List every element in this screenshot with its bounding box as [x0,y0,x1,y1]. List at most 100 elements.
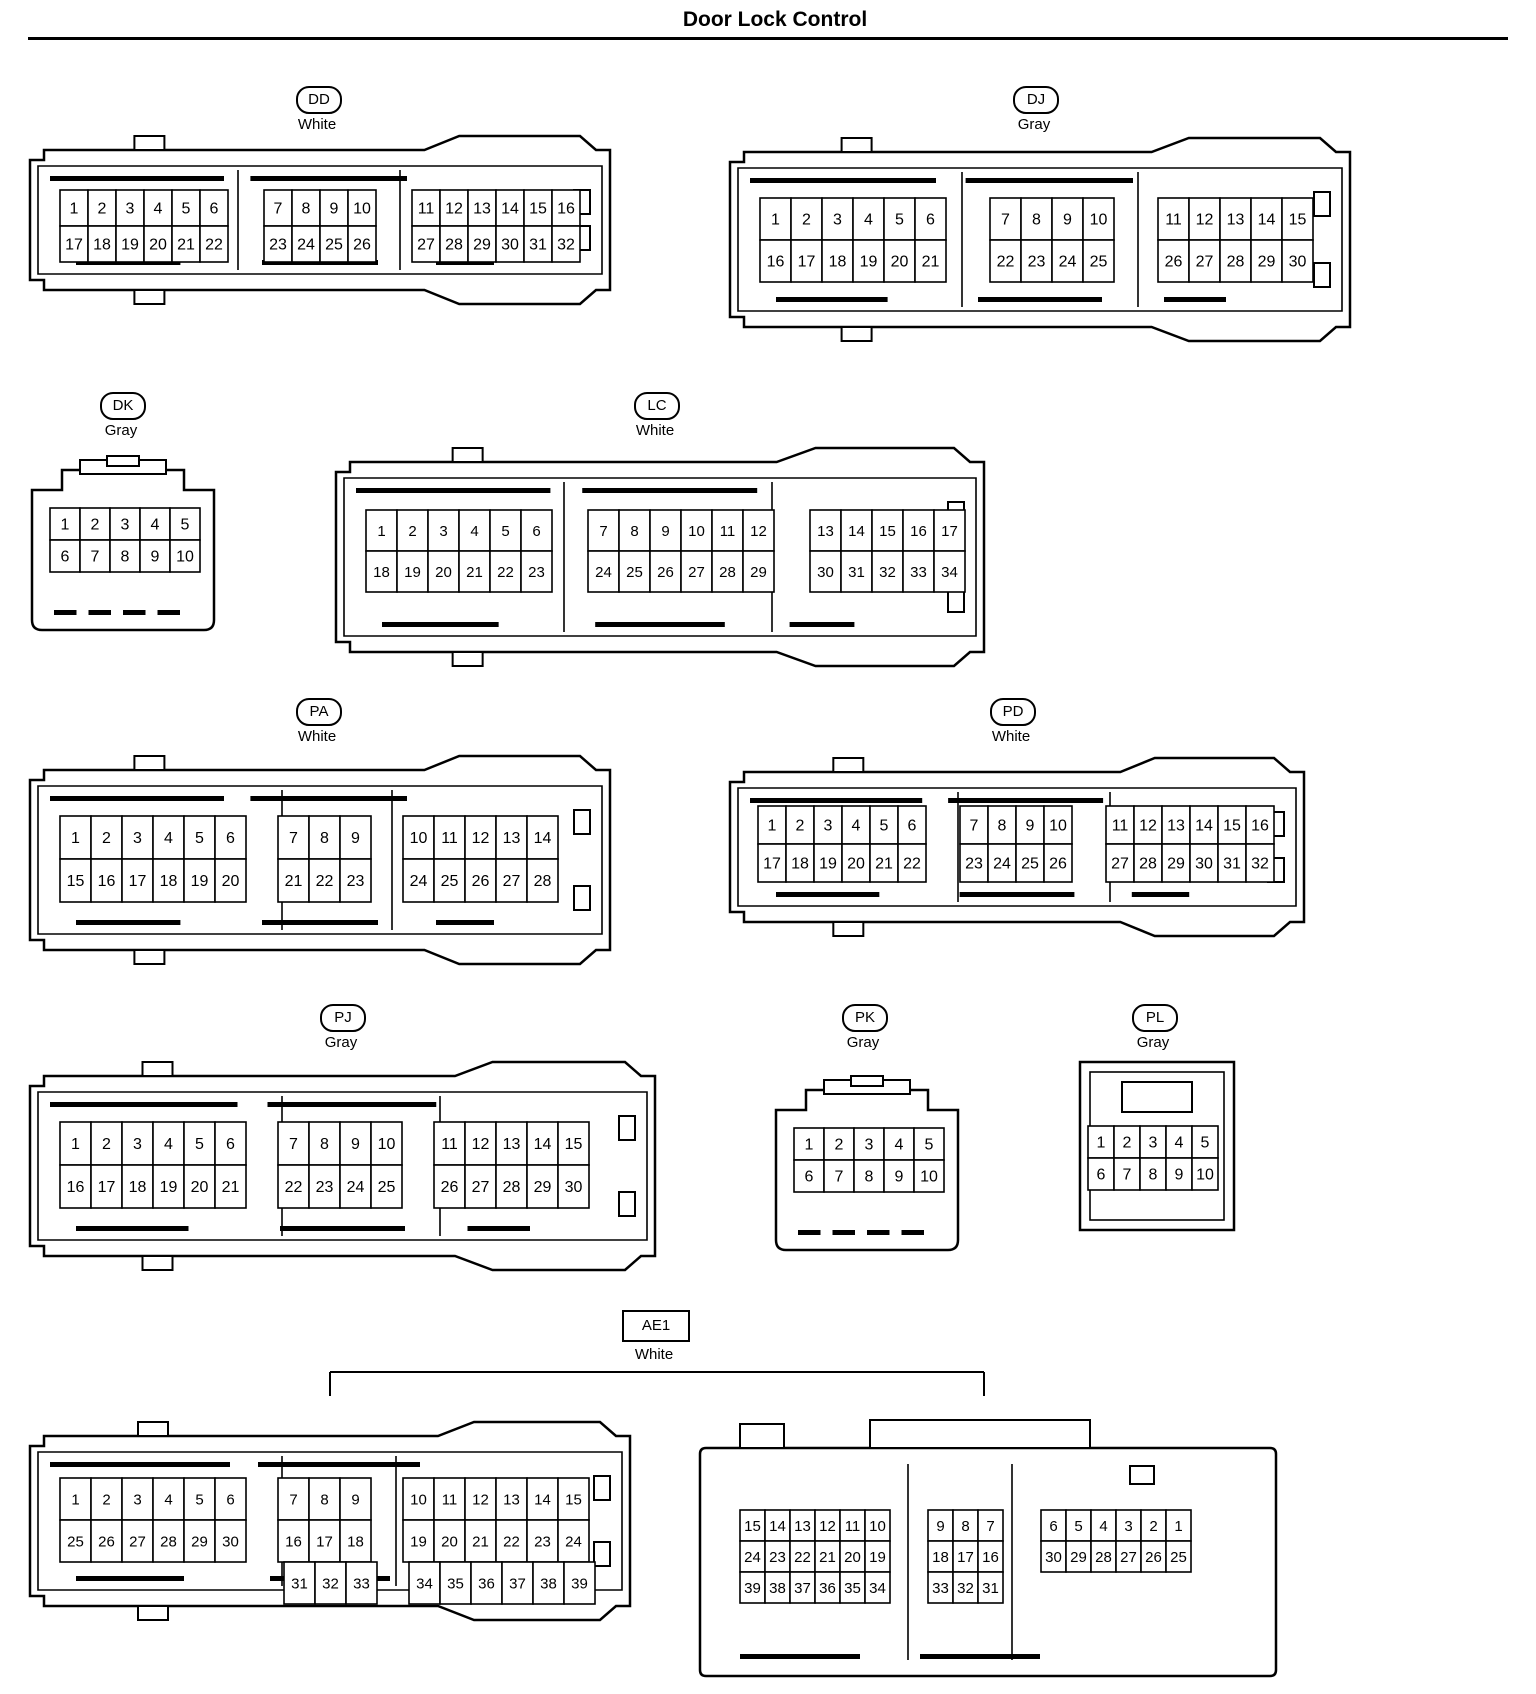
pin-cell [1191,1157,1219,1191]
pin-ae1-right-13: 13 [794,1518,811,1535]
housing-outline [30,468,216,632]
pin-cell [1082,197,1115,241]
latch-rib [1164,297,1226,302]
pin-ae1-right-24: 24 [744,1549,761,1566]
pin-cell [402,858,435,903]
pin-cell [433,858,466,903]
pin-dd-15: 15 [529,201,547,218]
pin-pl-9: 9 [1175,1167,1184,1184]
pin-cell [809,509,842,552]
pin-cell [557,1477,590,1521]
latch-rib [750,798,923,803]
latch-rib [740,1654,860,1659]
pin-cell [987,843,1017,883]
pin-pk-10: 10 [920,1169,938,1186]
pin-cell [370,1164,403,1209]
pin-dd-3: 3 [126,201,135,218]
pin-lc-21: 21 [466,564,483,581]
pin-cell [813,843,843,883]
latch-rib [280,1226,405,1231]
pin-cell [902,509,935,552]
side-lock [573,885,591,911]
pin-cell [121,1519,154,1563]
pin-dj-2: 2 [802,212,811,229]
pin-dj-20: 20 [891,254,909,271]
pin-dj-27: 27 [1196,254,1214,271]
housing-outline [737,787,1297,907]
housing-outline [37,1091,648,1241]
latch-rib [50,1462,230,1467]
pin-ae1-left-3: 3 [133,1492,141,1509]
pin-cell [785,805,815,845]
pin-ae1-right-4: 4 [1099,1518,1107,1535]
pin-dd-1: 1 [70,201,79,218]
pin-pa-5: 5 [195,830,204,847]
housing-outline [28,134,612,306]
pin-pa-1: 1 [71,830,80,847]
pin-pk-3: 3 [865,1137,874,1154]
pin-pd-8: 8 [998,818,1007,835]
pin-pk-9: 9 [895,1169,904,1186]
pin-cell [1161,843,1191,883]
latch-rib [798,1230,821,1235]
pin-cell [526,1477,559,1521]
pin-cell [871,509,904,552]
pin-dj-16: 16 [767,254,785,271]
pin-pj-15: 15 [565,1136,583,1153]
pin-cell [214,858,247,903]
pin-cell [680,550,713,593]
pin-ae1-left-33: 33 [353,1576,370,1593]
pin-cell [742,550,775,593]
pin-lc-31: 31 [848,564,865,581]
pin-pd-9: 9 [1026,818,1035,835]
pin-cell [1082,239,1115,283]
pin-cell [59,815,92,860]
pin-cell [439,1561,472,1605]
pin-cell [396,509,429,552]
connector-label-dj: DJ [1013,86,1059,114]
housing-outline [728,136,1352,343]
pin-cell [1105,843,1135,883]
pin-cell [1245,843,1275,883]
pin-pa-11: 11 [441,830,458,847]
pin-cell [897,843,927,883]
pin-cell [959,805,989,845]
pin-cell [813,805,843,845]
pin-ae1-right-36: 36 [819,1580,836,1597]
pin-dk-9: 9 [151,549,160,566]
pin-cell [59,1164,92,1209]
pin-pj-6: 6 [226,1136,235,1153]
pin-pj-3: 3 [133,1136,142,1153]
pin-dd-20: 20 [149,237,167,254]
housing-tab [141,1255,174,1271]
pin-pj-10: 10 [378,1136,396,1153]
pin-dd-26: 26 [353,237,371,254]
pin-pd-5: 5 [880,818,889,835]
pin-cell [883,239,916,283]
pin-cell [308,1477,341,1521]
pin-ae1-left-31: 31 [291,1576,308,1593]
pin-cell [90,1519,123,1563]
pin-pj-9: 9 [351,1136,360,1153]
pin-ae1-left-5: 5 [195,1492,203,1509]
pin-ae1-right-33: 33 [932,1580,949,1597]
pin-ae1-right-19: 19 [869,1549,886,1566]
pin-lc-1: 1 [377,523,385,540]
pin-ae1-right-1: 1 [1174,1518,1182,1535]
pin-dd-23: 23 [269,237,287,254]
latch-rib [978,297,1102,302]
pin-dk-2: 2 [91,517,100,534]
pin-pl-1: 1 [1097,1135,1106,1152]
pin-cell [869,843,899,883]
pin-dd-22: 22 [205,237,223,254]
pin-pj-18: 18 [129,1179,147,1196]
pin-cell [464,1121,497,1166]
pin-lc-19: 19 [404,564,421,581]
pin-cell [319,225,349,263]
pin-ae1-right-26: 26 [1145,1549,1162,1566]
pin-pa-25: 25 [441,873,459,890]
pin-cell [913,1159,945,1193]
pin-ae1-left-29: 29 [191,1534,208,1551]
pin-cell [464,1519,497,1563]
